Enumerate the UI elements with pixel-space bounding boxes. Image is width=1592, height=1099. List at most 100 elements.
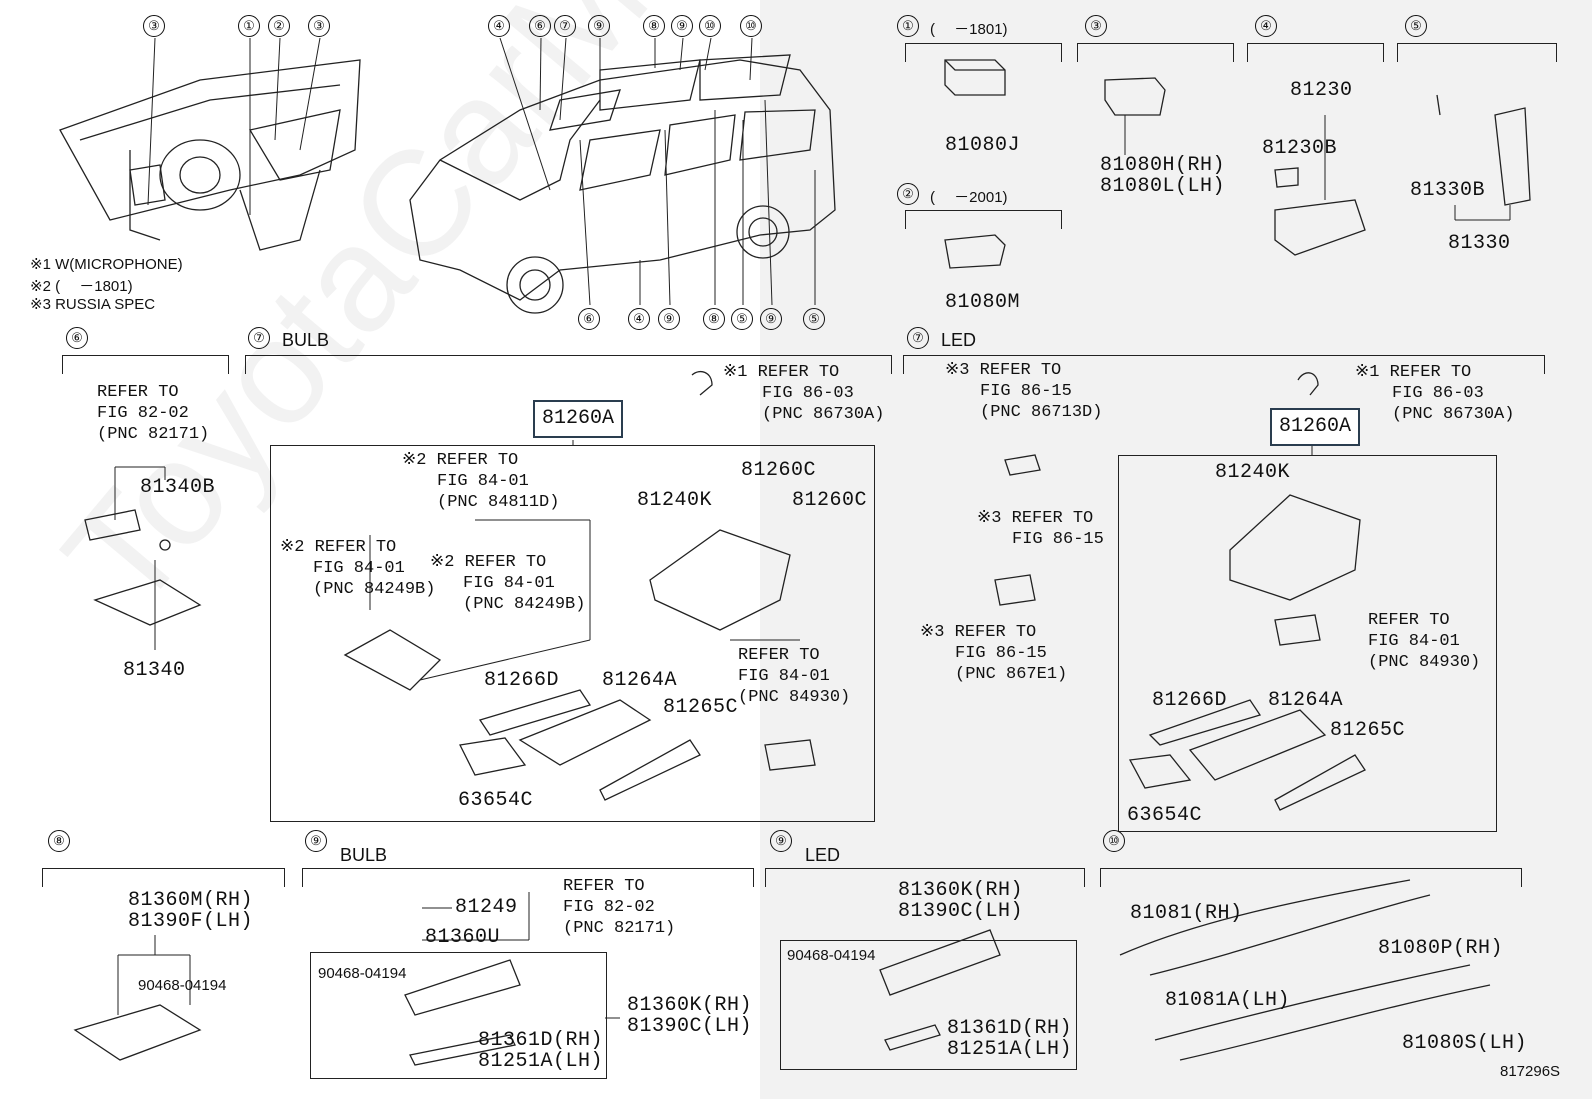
led-assembly-box xyxy=(1118,455,1497,832)
part-81081A-label: 81081A(LH) xyxy=(1165,989,1291,1012)
s7b-note4-a: ※2 REFER TO xyxy=(430,553,547,572)
part-81080P-label: 81080P(RH) xyxy=(1378,937,1504,960)
s9-led-box xyxy=(780,940,1077,1070)
callout-1: ① xyxy=(238,15,260,37)
bulb-assembly-box xyxy=(270,445,875,822)
callout-9c: ⑨ xyxy=(658,308,680,330)
part-81265C-led-label: 81265C xyxy=(1330,719,1406,742)
note-2: ※2 ( －1801) xyxy=(30,278,133,295)
part-63654C-led-label: 63654C xyxy=(1127,804,1203,827)
s7l-note5-c: (PNC 84930) xyxy=(1368,653,1481,672)
part-81080J xyxy=(944,59,1006,96)
part-81249-label: 81249 xyxy=(455,896,518,919)
part-81080L-label: 81080L(LH) xyxy=(1100,175,1226,198)
part-81361D-s9b-label: 81361D(RH) xyxy=(478,1029,604,1052)
part-81361D-s9l-label: 81361D(RH) xyxy=(947,1017,1073,1040)
callout-7: ⑦ xyxy=(554,15,576,37)
s6-refer-1: REFER TO xyxy=(97,383,179,402)
part-81360M-label: 81360M(RH) xyxy=(128,889,254,912)
part-81390C-s9l-label: 81390C(LH) xyxy=(898,900,1024,923)
part-81260C-label: 81260C xyxy=(741,459,817,482)
part-81080S-label: 81080S(LH) xyxy=(1402,1032,1528,1055)
s6-refer-3: (PNC 82171) xyxy=(97,425,210,444)
s7l-note4-b: FIG 86-15 xyxy=(955,644,1047,663)
section-1-badge: ① xyxy=(897,15,919,37)
part-81230B-label: 81230B xyxy=(1262,137,1338,160)
section-8-bracket xyxy=(42,868,285,887)
callout-2: ② xyxy=(268,15,290,37)
lower-parts xyxy=(73,879,1491,1066)
s7l-note1-b: FIG 86-15 xyxy=(980,382,1072,401)
section-2-range: ( －2001) xyxy=(930,189,1008,206)
part-81390C-s9b-label: 81390C(LH) xyxy=(627,1015,753,1038)
s7b-note5-b: FIG 84-01 xyxy=(738,667,830,686)
part-81340B-label: 81340B xyxy=(140,476,216,499)
s7b-note2-a: ※2 REFER TO xyxy=(402,451,519,470)
assembly-81260A-bulb[interactable]: 81260A xyxy=(533,400,623,438)
s7b-note1-b: FIG 86-03 xyxy=(762,384,854,403)
s7l-note4-a: ※3 REFER TO xyxy=(920,623,1037,642)
s7b-note1-a: ※1 REFER TO xyxy=(723,363,840,382)
callout-9: ⑨ xyxy=(588,15,610,37)
s7l-note1-a: ※3 REFER TO xyxy=(945,361,1062,380)
assembly-81260A-led[interactable]: 81260A xyxy=(1270,408,1360,446)
section-3-badge: ③ xyxy=(1085,15,1107,37)
callout-5: ⑤ xyxy=(731,308,753,330)
led-console-parts xyxy=(994,372,1366,811)
callout-8: ⑧ xyxy=(643,15,665,37)
part-81080H xyxy=(1104,77,1166,116)
section-2-bracket xyxy=(905,210,1062,229)
part-81240K-led-label: 81240K xyxy=(1215,461,1291,484)
s7b-note2-c: (PNC 84811D) xyxy=(437,493,560,512)
part-81080M xyxy=(944,234,1006,269)
part-81330B-label: 81330B xyxy=(1410,179,1486,202)
s7l-note2-a: ※1 REFER TO xyxy=(1355,363,1472,382)
part-81080H-label: 81080H(RH) xyxy=(1100,154,1226,177)
section-9-led-title: LED xyxy=(805,845,841,865)
part-81251A-s9b-label: 81251A(LH) xyxy=(478,1050,604,1073)
section-9-bulb-title: BULB xyxy=(340,845,388,865)
part-81360K-s9b-label: 81360K(RH) xyxy=(627,994,753,1017)
part-81330 xyxy=(1436,94,1531,206)
callout-5b: ⑤ xyxy=(803,308,825,330)
section-7-led-badge: ⑦ xyxy=(907,327,929,349)
s7b-note5-c: (PNC 84930) xyxy=(738,688,851,707)
s7b-note1-c: (PNC 86730A) xyxy=(762,405,885,424)
part-81266D-label: 81266D xyxy=(484,669,560,692)
part-90468-s9b-label: 90468-04194 xyxy=(318,965,407,982)
part-81264A-label: 81264A xyxy=(602,669,678,692)
callout-4b: ④ xyxy=(628,308,650,330)
s7b-note4-b: FIG 84-01 xyxy=(463,574,555,593)
s7l-note5-a: REFER TO xyxy=(1368,611,1450,630)
s9b-refer-1: REFER TO xyxy=(563,877,645,896)
section-10-bracket xyxy=(1100,868,1522,887)
section-10-badge: ⑩ xyxy=(1103,830,1125,852)
part-63654C-label: 63654C xyxy=(458,789,534,812)
s7l-note3-a: ※3 REFER TO xyxy=(977,509,1094,528)
part-81266D-led-label: 81266D xyxy=(1152,689,1228,712)
callout-9b: ⑨ xyxy=(671,15,693,37)
callout-3b: ③ xyxy=(308,15,330,37)
s7b-note3-c: (PNC 84249B) xyxy=(313,580,436,599)
part-81251A-s9l-label: 81251A(LH) xyxy=(947,1038,1073,1061)
part-81240K-label: 81240K xyxy=(637,489,713,512)
s7l-note2-c: (PNC 86730A) xyxy=(1392,405,1515,424)
section-1-range: ( －1801) xyxy=(930,21,1008,38)
s7l-note1-c: (PNC 86713D) xyxy=(980,403,1103,422)
figure-id: 817296S xyxy=(1500,1063,1561,1080)
callout-9d: ⑨ xyxy=(760,308,782,330)
part-81264A-led-label: 81264A xyxy=(1268,689,1344,712)
part-90468-s8-label: 90468-04194 xyxy=(138,977,227,994)
dashboard-illustration xyxy=(59,59,361,251)
section-6-badge: ⑥ xyxy=(66,327,88,349)
section-3-bracket xyxy=(1077,43,1234,62)
callout-8b: ⑧ xyxy=(703,308,725,330)
callout-4: ④ xyxy=(488,15,510,37)
section-6-bracket xyxy=(62,355,229,374)
s7b-note4-c: (PNC 84249B) xyxy=(463,595,586,614)
section-1-bracket xyxy=(905,43,1062,62)
section-7-bulb-badge: ⑦ xyxy=(248,327,270,349)
s7l-note2-b: FIG 86-03 xyxy=(1392,384,1484,403)
section-9-led-badge: ⑨ xyxy=(770,830,792,852)
part-81340 xyxy=(84,509,202,626)
